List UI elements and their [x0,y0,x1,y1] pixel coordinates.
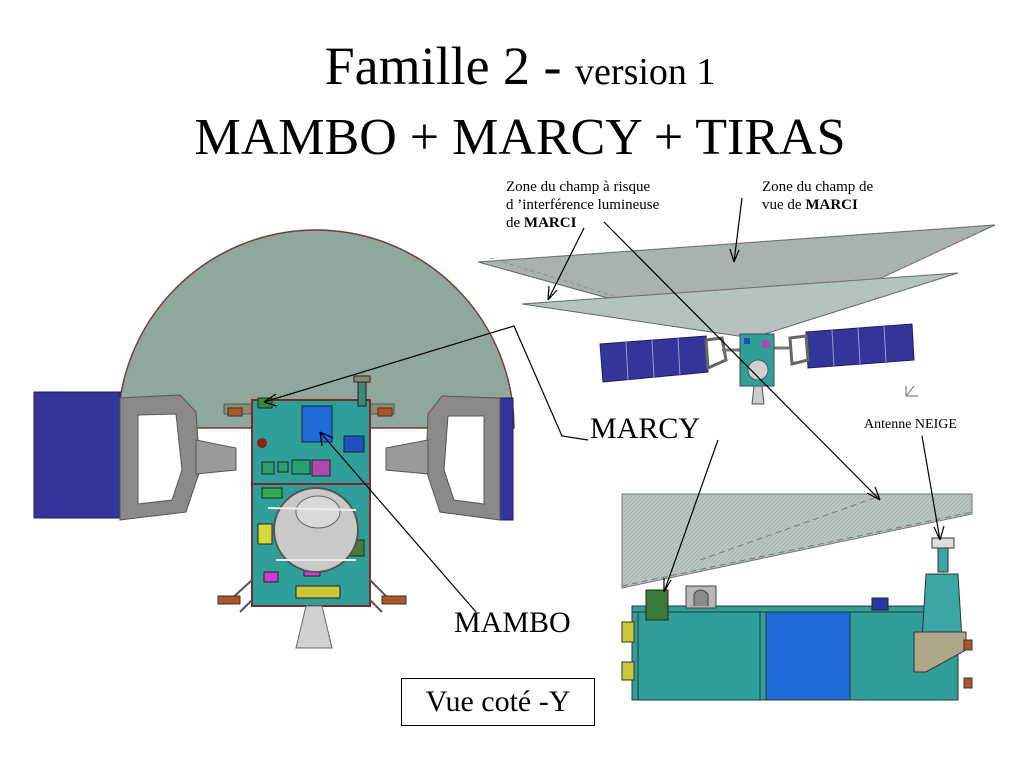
view-label-box: Vue coté -Y [401,678,595,726]
risk-zone-line1: Zone du champ à risque [506,179,651,195]
risk-zone-line3-prefix: de [506,215,524,231]
bottom-right-closeup-view [621,493,973,701]
fov-zone-line2-prefix: vue de [762,197,806,213]
marcy-label: MARCY [590,412,701,445]
fov-zone-line2: vue de MARCI [762,196,873,214]
fov-zone-line1: Zone du champ de [762,179,874,195]
fov-zone-line2-bold: MARCI [805,197,858,213]
marcy-box-closeup [645,589,669,621]
nozzle [295,605,333,649]
risk-zone-annotation: Zone du champ à risque d ’interférence l… [506,178,659,232]
title-version: version 1 [575,51,716,93]
left-spacecraft-view [33,229,515,649]
leader-lines [263,197,945,613]
iso-right-solar-panel [805,323,915,369]
neige-antenna [913,537,967,673]
page-subtitle: MAMBO + MARCY + TIRAS [194,109,846,166]
marcy-box-left [257,397,273,409]
left-solar-panel [33,391,121,519]
page-title: Famille 2 - version 1 [0,36,1024,102]
fov-plane-closeup [621,493,973,589]
risk-zone-line3-bold: MARCI [523,215,577,231]
risk-zone-line3: de MARCI [506,214,659,232]
iso-left-solar-panel [599,335,709,383]
right-panel-yoke [385,395,501,521]
risk-zone-line2: d ’interférence lumineuse [506,197,660,213]
left-panel-yoke [119,394,237,521]
antenna-neige-label: Antenne NEIGE [864,417,957,432]
fov-zone-annotation: Zone du champ de vue de MARCI [762,178,873,214]
title-main: Famille 2 - [324,36,576,96]
right-solar-panel [499,397,514,521]
mambo-label: MAMBO [454,606,571,639]
fov-dome [117,229,515,429]
top-right-spacecraft-view [477,224,996,405]
